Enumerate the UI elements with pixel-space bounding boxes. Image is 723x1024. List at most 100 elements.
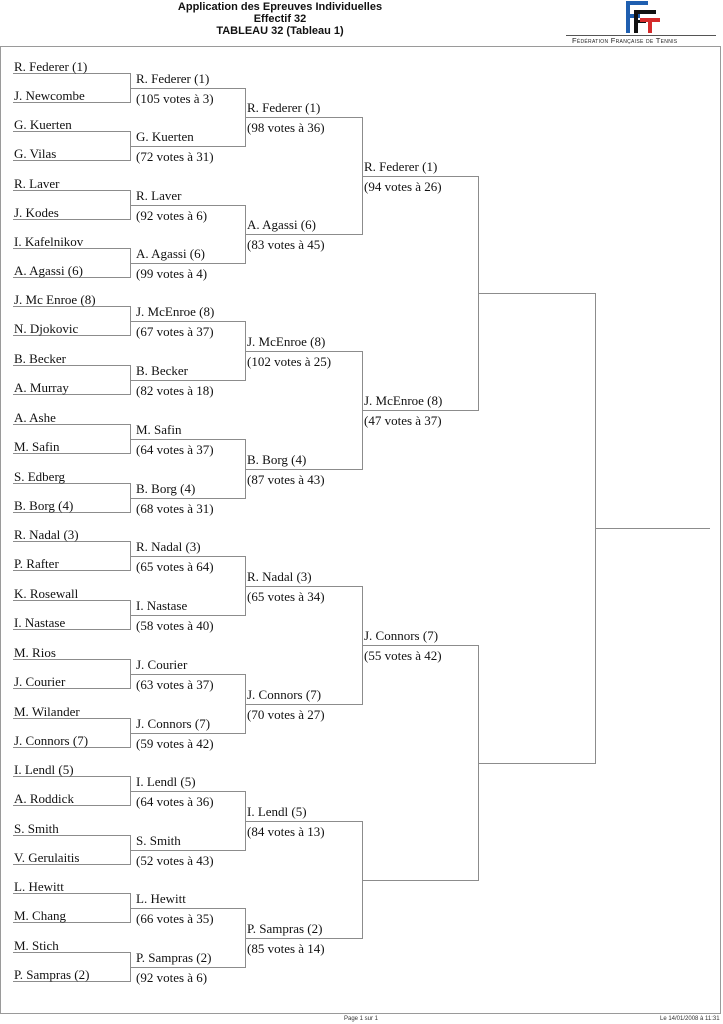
r3-line [245,704,362,705]
match-score: (64 votes à 36) [136,794,214,809]
winner-name: G. Kuerten [136,129,194,144]
r2-line [130,88,245,89]
winner-name: J. Connors (7) [364,628,439,643]
header-title: Application des Epreuves Individuelles [177,1,383,13]
header-table-title: TABLEAU 32 (Tableau 1) [216,25,344,37]
player-name: J. Courier [14,674,66,689]
winner-name: A. Agassi (6) [247,217,316,232]
r4-line [362,645,478,646]
r3-line [245,586,362,587]
r1-line [13,864,130,865]
r1-line [13,688,130,689]
r1-line [13,776,130,777]
semifinal-line [478,763,595,764]
winner-name: J. Courier [136,657,188,672]
winner-name: J. Connors (7) [247,687,322,702]
r1-line [13,747,130,748]
header-subtitle: Effectif 32 [253,13,307,25]
match-score: (64 votes à 37) [136,442,214,457]
r2-line [130,205,245,206]
r3-line [245,821,362,822]
r1-line [13,160,130,161]
winner-name: I. Nastase [136,598,188,613]
r2-line [130,908,245,909]
r1-line [13,483,130,484]
winner-name: I. Lendl (5) [136,774,196,789]
match-score: (55 votes à 42) [364,648,442,663]
winner-name: J. Connors (7) [136,716,211,731]
match-score: (63 votes à 37) [136,677,214,692]
r2-line [130,321,245,322]
r2-line [130,498,245,499]
r1-line [13,277,130,278]
final-line [595,528,710,529]
r1-line [13,835,130,836]
r1-line [13,629,130,630]
r2-line [130,674,245,675]
player-name: G. Kuerten [14,117,72,132]
match-score: (58 votes à 40) [136,618,214,633]
player-name: G. Vilas [14,146,57,161]
r3-line [245,351,362,352]
match-score: (94 votes à 26) [364,179,442,194]
r1-line [13,306,130,307]
match-score: (66 votes à 35) [136,911,214,926]
winner-name: R. Laver [136,188,182,203]
match-score: (92 votes à 6) [136,208,208,223]
r1-line [13,600,130,601]
player-name: J. Connors (7) [14,733,89,748]
r1-line [13,659,130,660]
match-score: (67 votes à 37) [136,324,214,339]
player-name: M. Stich [14,938,59,953]
player-name: P. Rafter [14,556,59,571]
match-score: (84 votes à 13) [247,824,325,839]
match-score: (65 votes à 34) [247,589,325,604]
fft-logo [560,0,720,46]
match-score: (85 votes à 14) [247,941,325,956]
match-score: (72 votes à 31) [136,149,214,164]
r4-line [362,410,478,411]
r1-line [13,394,130,395]
match-score: (65 votes à 64) [136,559,214,574]
match-score: (87 votes à 43) [247,472,325,487]
logo-rule [566,35,716,36]
player-name: J. Kodes [14,205,59,220]
r1-line [13,102,130,103]
winner-name: S. Smith [136,833,181,848]
r1-line [13,453,130,454]
r1-line [13,541,130,542]
winner-name: I. Lendl (5) [247,804,307,819]
player-name: I. Nastase [14,615,66,630]
r2-line [130,615,245,616]
winner-name: P. Sampras (2) [247,921,323,936]
winner-name: R. Nadal (3) [136,539,201,554]
player-name: M. Safin [14,439,60,454]
r2-line [130,146,245,147]
r2-line [130,791,245,792]
r1-line [13,512,130,513]
winner-name: J. McEnroe (8) [136,304,215,319]
player-name: B. Becker [14,351,66,366]
player-name: R. Federer (1) [14,59,88,74]
r2-line [130,967,245,968]
r1-line [13,248,130,249]
r1-line [13,718,130,719]
r1-line [13,365,130,366]
player-name: M. Chang [14,908,66,923]
r1-line [13,335,130,336]
match-score: (70 votes à 27) [247,707,325,722]
fft-logo-icon [626,1,660,33]
winner-name: M. Safin [136,422,182,437]
match-score: (98 votes à 36) [247,120,325,135]
r1-line [13,570,130,571]
winner-name: B. Becker [136,363,188,378]
player-name: K. Rosewall [14,586,79,601]
winner-name: J. McEnroe (8) [247,334,326,349]
r2-line [130,733,245,734]
player-name: A. Murray [14,380,69,395]
document-header: Application des Epreuves Individuelles E… [150,1,410,37]
winner-name: R. Nadal (3) [247,569,312,584]
match-score: (59 votes à 42) [136,736,214,751]
r1-line [13,424,130,425]
winner-name: R. Federer (1) [364,159,438,174]
